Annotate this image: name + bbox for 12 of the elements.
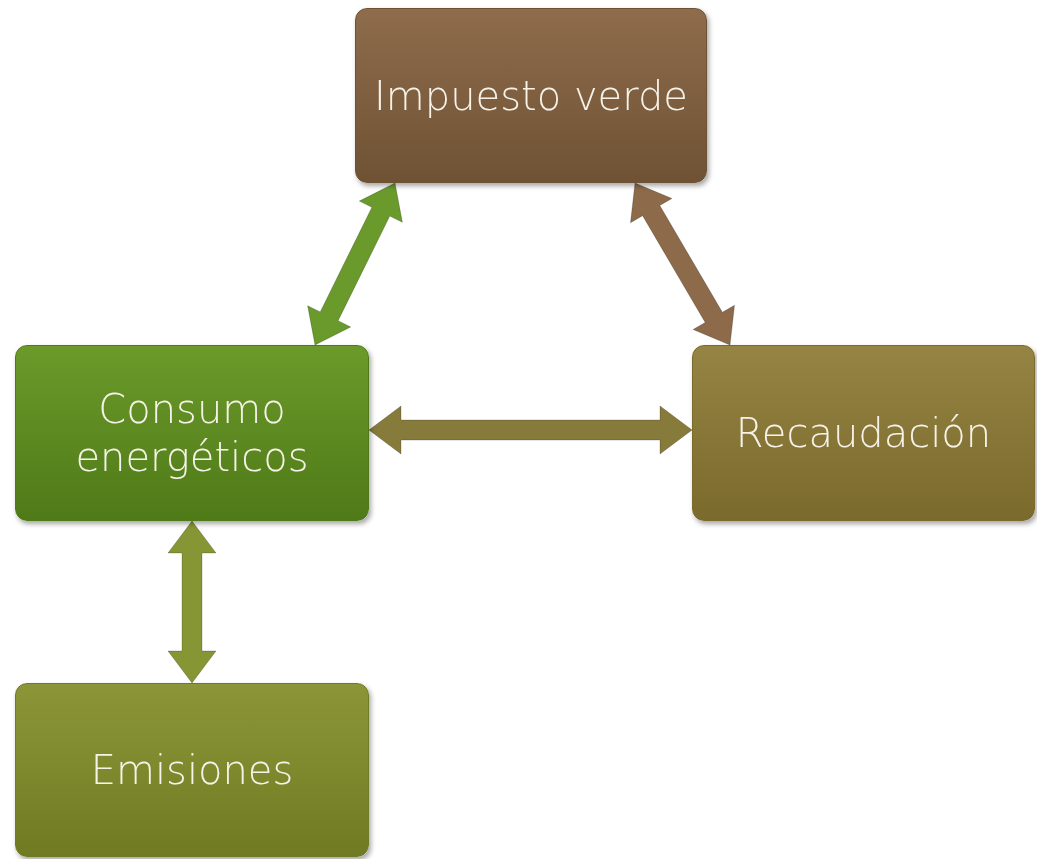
double-arrow [368,405,693,455]
box-label: Emisiones [90,746,294,794]
double-arrow [307,182,403,346]
process-box [692,345,1035,521]
box-label: Impuesto verde [374,71,688,120]
box-label: Consumo energéticos [74,385,310,481]
process-box [15,345,369,521]
double-arrow [630,182,735,346]
box-label: Recaudación [735,409,992,457]
process-box [15,683,369,857]
process-box [355,8,707,183]
double-arrow [167,520,217,684]
